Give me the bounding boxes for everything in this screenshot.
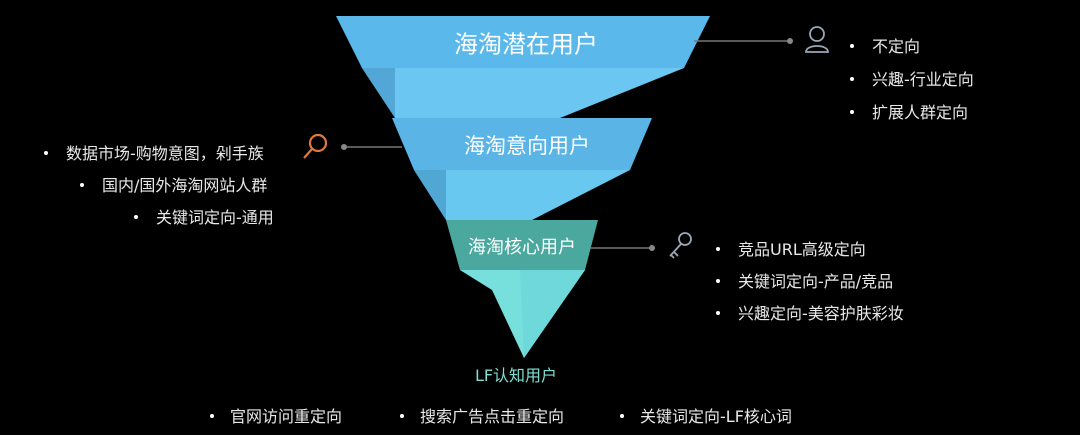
bullet-text: 数据市场-购物意图，剁手族 [66,144,264,163]
bullet-dot-icon [850,43,854,48]
bullet-dot-icon [134,214,138,219]
bullet-item: 关键词定向-通用 [134,207,274,229]
stage-1-label: 海淘潜在用户 [454,30,598,59]
stage-2-label: 海淘意向用户 [464,134,590,158]
bullet-text: 搜索广告点击重定向 [420,407,565,426]
magnifier-icon [303,133,328,159]
bullet-item: 兴趣定向-美容护肤彩妆 [716,303,904,325]
funnel-connector-1 [362,68,684,118]
bullet-dot-icon [620,413,624,418]
leader-dot-3 [649,245,655,251]
user-icon [805,26,829,53]
bullet-dot-icon [850,109,854,114]
bullet-text: 关键词定向-产品/竞品 [738,272,894,291]
final-bullet-item: 官网访问重定向 [210,406,342,428]
bullet-dot-icon [716,310,720,315]
bullet-item: 不定向 [850,36,920,58]
bullet-item: 扩展人群定向 [850,102,968,124]
leader-dot-1 [787,38,793,44]
bullet-text: 国内/国外海淘网站人群 [102,176,268,195]
bullet-item: 数据市场-购物意图，剁手族 [44,143,264,165]
funnel-tip-face [520,270,585,358]
bullet-item: 兴趣-行业定向 [850,69,974,91]
bullet-dot-icon [716,278,720,283]
bullet-dot-icon [850,76,854,81]
funnel-connector-2-shade [414,170,446,220]
final-stage-label: LF认知用户 [474,366,558,385]
stage-3-label: 海淘核心用户 [468,237,576,258]
bullet-text: 官网访问重定向 [230,407,343,426]
funnel-tier-1 [336,16,710,68]
funnel-connector-2 [414,170,630,220]
bullet-text: 兴趣-行业定向 [872,70,974,89]
bullet-text: 兴趣定向-美容护肤彩妆 [738,304,904,323]
bullet-text: 不定向 [872,37,921,56]
key-icon [669,232,692,259]
bullet-item: 竞品URL高级定向 [716,239,866,261]
final-bullet-item: 搜索广告点击重定向 [400,406,564,428]
bullet-dot-icon [716,246,720,251]
bullet-item: 关键词定向-产品/竞品 [716,271,893,293]
bullet-dot-icon [400,413,404,418]
bullet-dot-icon [80,182,84,187]
bullet-dot-icon [210,413,214,418]
leader-dot-2 [341,144,347,150]
bullet-text: 扩展人群定向 [872,103,969,122]
final-bullet-item: 关键词定向-LF核心词 [620,406,792,428]
funnel-tier-3 [446,220,598,270]
bullet-dot-icon [44,150,48,155]
bullet-text: 关键词定向-通用 [156,208,274,227]
bullet-item: 国内/国外海淘网站人群 [80,175,267,197]
bullet-text: 竞品URL高级定向 [738,240,866,259]
funnel-tier-2 [392,118,652,170]
funnel-connector-1-shade [362,68,395,118]
bullet-text: 关键词定向-LF核心词 [640,407,792,426]
